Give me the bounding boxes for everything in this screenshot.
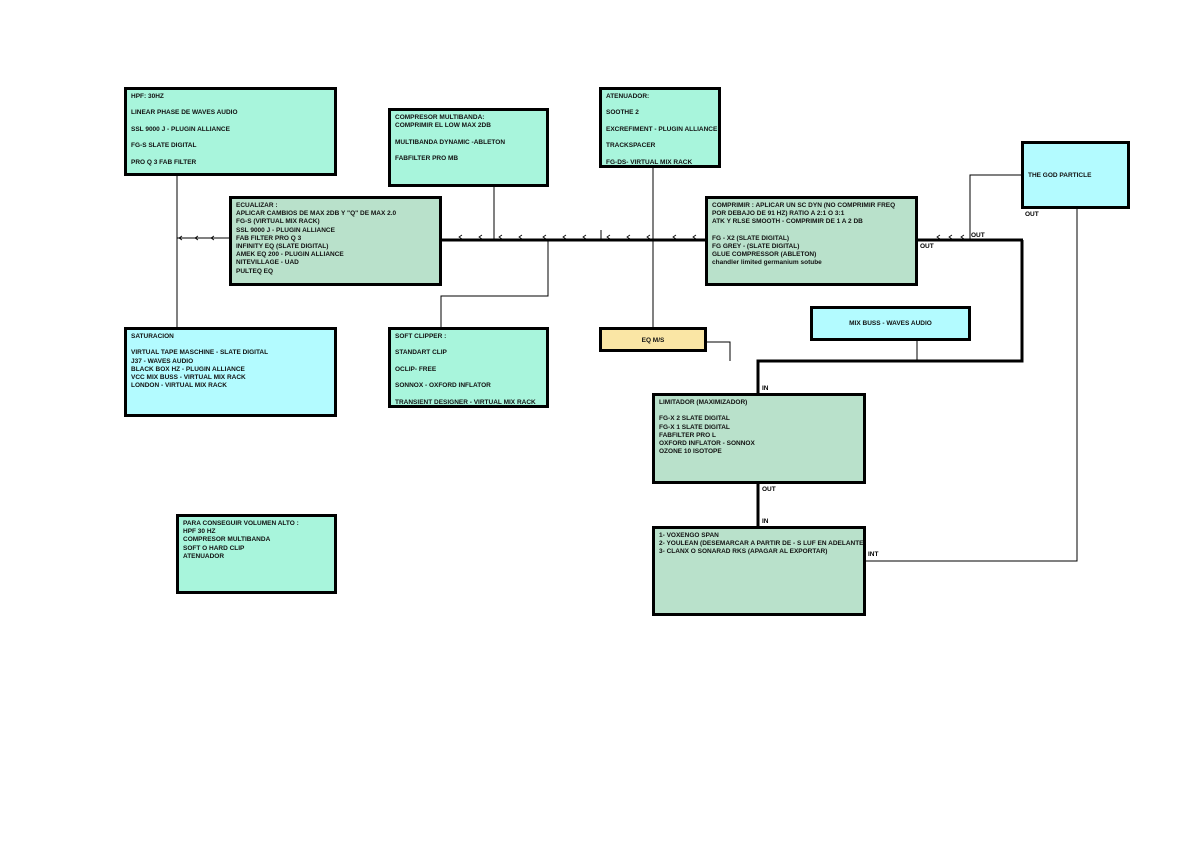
- comprimir-line: ATK Y RLSE SMOOTH - COMPRIMIR DE 1 A 2 D…: [712, 218, 863, 226]
- limitador-item: FABFILTER PRO L: [659, 431, 716, 439]
- softclipper-item: SONNOX - OXFORD INFLATOR: [395, 382, 491, 390]
- port-label-in: IN: [762, 518, 769, 525]
- saturacion-item: J37 - WAVES AUDIO: [131, 357, 194, 365]
- notas-box: PARA CONSEGUIR VOLUMEN ALTO : HPF 30 HZ …: [176, 514, 337, 594]
- multibanda-item: MULTIBANDA DYNAMIC -ABLETON: [395, 138, 506, 146]
- thegod-in-wire: [969, 174, 1023, 240]
- final-item: 3- CLANX O SONARAD RKS (APAGAR AL EXPORT…: [659, 548, 828, 556]
- bus-arrows: [178, 234, 965, 241]
- ecualizar-line: FG-S (VIRTUAL MIX RACK): [236, 218, 320, 226]
- bus-return-to-limitador: [756, 240, 1024, 395]
- notas-title: PARA CONSEGUIR VOLUMEN ALTO :: [183, 520, 299, 527]
- comprimir-box: COMPRIMIR : APLICAR UN SC DYN (NO COMPRI…: [705, 196, 918, 286]
- multibanda-title: COMPRESOR MULTIBANDA:: [395, 114, 485, 121]
- multibanda-line: COMPRIMIR EL LOW MAX 2DB: [395, 122, 491, 130]
- comprimir-line: POR DEBAJO DE 91 HZ) RATIO A 2:1 O 3:1: [712, 210, 845, 218]
- eqms-to-limitador-wire: [706, 341, 731, 361]
- mixbuss-label: MIX BUSS - WAVES AUDIO: [849, 320, 932, 327]
- final-item: 1- VOXENGO SPAN: [659, 532, 719, 539]
- atenuador-item: SOOTHE 2: [606, 109, 639, 117]
- thegod-return-wire: [865, 208, 1078, 562]
- thegod-box: THE GOD PARTICLE: [1021, 141, 1130, 209]
- saturacion-box: SATURACION VIRTUAL TAPE MASCHINE - SLATE…: [124, 327, 337, 417]
- saturacion-item: VIRTUAL TAPE MASCHINE - SLATE DIGITAL: [131, 349, 269, 357]
- ecualizar-line: ECUALIZAR :: [236, 202, 278, 209]
- ecualizar-line: FAB FILTER PRO Q 3: [236, 234, 302, 242]
- softclipper-item: TRANSIENT DESIGNER - VIRTUAL MIX RACK: [395, 398, 536, 406]
- comprimir-item: FG GREY - (SLATE DIGITAL): [712, 243, 800, 250]
- port-label-out: OUT: [920, 243, 934, 250]
- notas-item: HPF 30 HZ: [183, 528, 216, 536]
- ecualizar-box: ECUALIZAR : APLICAR CAMBIOS DE MAX 2DB Y…: [229, 196, 442, 286]
- limitador-item: FG-X 1 SLATE DIGITAL: [659, 423, 730, 431]
- thegod-title: THE GOD PARTICLE: [1028, 172, 1092, 179]
- port-label-out: OUT: [1025, 211, 1039, 218]
- notas-item: ATENUADOR: [183, 552, 225, 560]
- ecualizar-line: PULTEQ EQ: [236, 267, 274, 275]
- limitador-item: FG-X 2 SLATE DIGITAL: [659, 415, 730, 423]
- atenuador-item: EXCREFIMENT - PLUGIN ALLIANCE: [606, 125, 718, 133]
- port-label-int: INT: [868, 551, 879, 558]
- ecualizar-line: AMEK EQ 200 - PLUGIN ALLIANCE: [236, 251, 344, 259]
- limitador-item: OXFORD INFLATOR - SONNOX: [659, 440, 755, 447]
- port-label-out: OUT: [762, 486, 776, 493]
- port-label-out: OUT: [971, 232, 985, 239]
- notas-item: COMPRESOR MULTIBANDA: [183, 536, 271, 544]
- softclipper-item: STANDART CLIP: [395, 349, 447, 357]
- hpf-item: LINEAR PHASE DE WAVES AUDIO: [131, 109, 238, 117]
- final-box: 1- VOXENGO SPAN 2- YOULEAN (DESEMARCAR A…: [652, 526, 866, 616]
- saturacion-item: VCC MIX BUSS - VIRTUAL MIX RACK: [131, 374, 246, 381]
- hpf-item: PRO Q 3 FAB FILTER: [131, 158, 197, 166]
- softclipper-title: SOFT CLIPPER :: [395, 333, 447, 340]
- saturacion-title: SATURACION: [131, 333, 174, 340]
- atenuador-title: ATENUADOR:: [606, 93, 650, 100]
- ecualizar-line: APLICAR CAMBIOS DE MAX 2DB Y "Q" DE MAX …: [236, 210, 397, 218]
- softclipper-box: SOFT CLIPPER : STANDART CLIP OCLIP- FREE…: [388, 327, 549, 408]
- saturacion-item: LONDON - VIRTUAL MIX RACK: [131, 382, 227, 390]
- softclipper-wire: [440, 240, 549, 328]
- ecualizar-line: SSL 9000 J - PLUGIN ALLIANCE: [236, 226, 335, 234]
- limitador-item: OZONE 10 ISOTOPE: [659, 448, 722, 456]
- multibanda-item: FABFILTER PRO MB: [395, 154, 459, 162]
- saturacion-item: BLACK BOX HZ - PLUGIN ALLIANCE: [131, 365, 245, 373]
- ecualizar-line: NITEVILLAGE - UAD: [236, 259, 299, 267]
- hpf-item: FG-S SLATE DIGITAL: [131, 142, 197, 150]
- limitador-title: LIMITADOR (MAXIMIZADOR): [659, 399, 748, 406]
- hpf-box: HPF: 30HZ LINEAR PHASE DE WAVES AUDIO SS…: [124, 87, 337, 176]
- comprimir-line: COMPRIMIR : APLICAR UN SC DYN (NO COMPRI…: [712, 202, 896, 209]
- ecualizar-line: INFINITY EQ (SLATE DIGITAL): [236, 243, 329, 251]
- limitador-box: LIMITADOR (MAXIMIZADOR) FG-X 2 SLATE DIG…: [652, 393, 866, 484]
- comprimir-item: chandler limited germanium sotube: [712, 259, 822, 267]
- atenuador-item: FG-DS- VIRTUAL MIX RACK: [606, 158, 693, 166]
- eqms-box: EQ M/S: [599, 327, 707, 352]
- hpf-title: HPF: 30HZ: [131, 93, 164, 100]
- comprimir-item: FG - X2 (SLATE DIGITAL): [712, 234, 790, 242]
- mixbuss-box: MIX BUSS - WAVES AUDIO: [810, 306, 971, 341]
- notas-item: SOFT O HARD CLIP: [183, 544, 245, 552]
- eqms-label: EQ M/S: [641, 337, 665, 344]
- port-label-in: IN: [762, 385, 769, 392]
- atenuador-item: TRACKSPACER: [606, 142, 656, 150]
- final-item: 2- YOULEAN (DESEMARCAR A PARTIR DE - S L…: [659, 540, 864, 548]
- compresor-multibanda-box: COMPRESOR MULTIBANDA: COMPRIMIR EL LOW M…: [388, 108, 549, 187]
- softclipper-item: OCLIP- FREE: [395, 365, 437, 373]
- atenuador-box: ATENUADOR: SOOTHE 2 EXCREFIMENT - PLUGIN…: [599, 87, 721, 168]
- comprimir-item: GLUE COMPRESSOR (ABLETON): [712, 251, 817, 259]
- hpf-item: SSL 9000 J - PLUGIN ALLIANCE: [131, 125, 230, 133]
